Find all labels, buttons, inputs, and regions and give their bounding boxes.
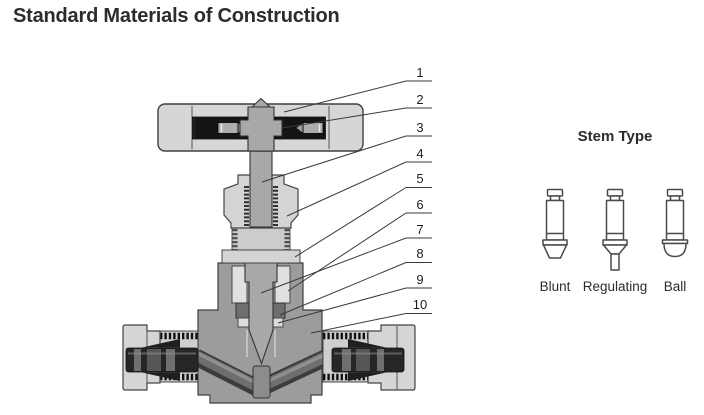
regulating-stem-icon bbox=[602, 188, 628, 271]
callout-label-9: 9 bbox=[416, 272, 424, 287]
blunt-stem-icon bbox=[542, 188, 568, 259]
callout-label-5: 5 bbox=[416, 171, 424, 186]
right-tube-fitting bbox=[322, 324, 416, 391]
stem-type-section: Stem Type Blunt bbox=[525, 120, 704, 315]
handle-bar bbox=[157, 97, 364, 152]
stem-type-title: Stem Type bbox=[577, 128, 653, 145]
stem-option-regulating: Regulating bbox=[582, 188, 648, 294]
page-title: Standard Materials of Construction bbox=[13, 5, 340, 27]
stem-label-blunt: Blunt bbox=[539, 279, 571, 294]
left-tube-fitting bbox=[122, 324, 199, 391]
ball-stem-icon bbox=[661, 188, 689, 258]
stem-option-ball: Ball bbox=[645, 188, 704, 294]
callout-leader-lines bbox=[260, 80, 432, 334]
callout-label-10: 10 bbox=[412, 297, 428, 312]
stem-head bbox=[239, 97, 283, 152]
stem-option-blunt: Blunt bbox=[525, 188, 585, 294]
callout-label-7: 7 bbox=[416, 222, 424, 237]
stem-type-row: Blunt Regulating bbox=[525, 188, 704, 294]
lower-stem bbox=[244, 261, 278, 366]
callout-label-6: 6 bbox=[416, 197, 424, 212]
callout-label-1: 1 bbox=[416, 65, 424, 80]
stem-label-regulating: Regulating bbox=[582, 279, 648, 294]
callout-label-2: 2 bbox=[416, 92, 424, 107]
callout-label-4: 4 bbox=[416, 146, 424, 161]
callout-label-3: 3 bbox=[416, 120, 424, 135]
upper-stem bbox=[249, 150, 273, 228]
stem-label-ball: Ball bbox=[663, 279, 687, 294]
callout-label-8: 8 bbox=[416, 246, 424, 261]
